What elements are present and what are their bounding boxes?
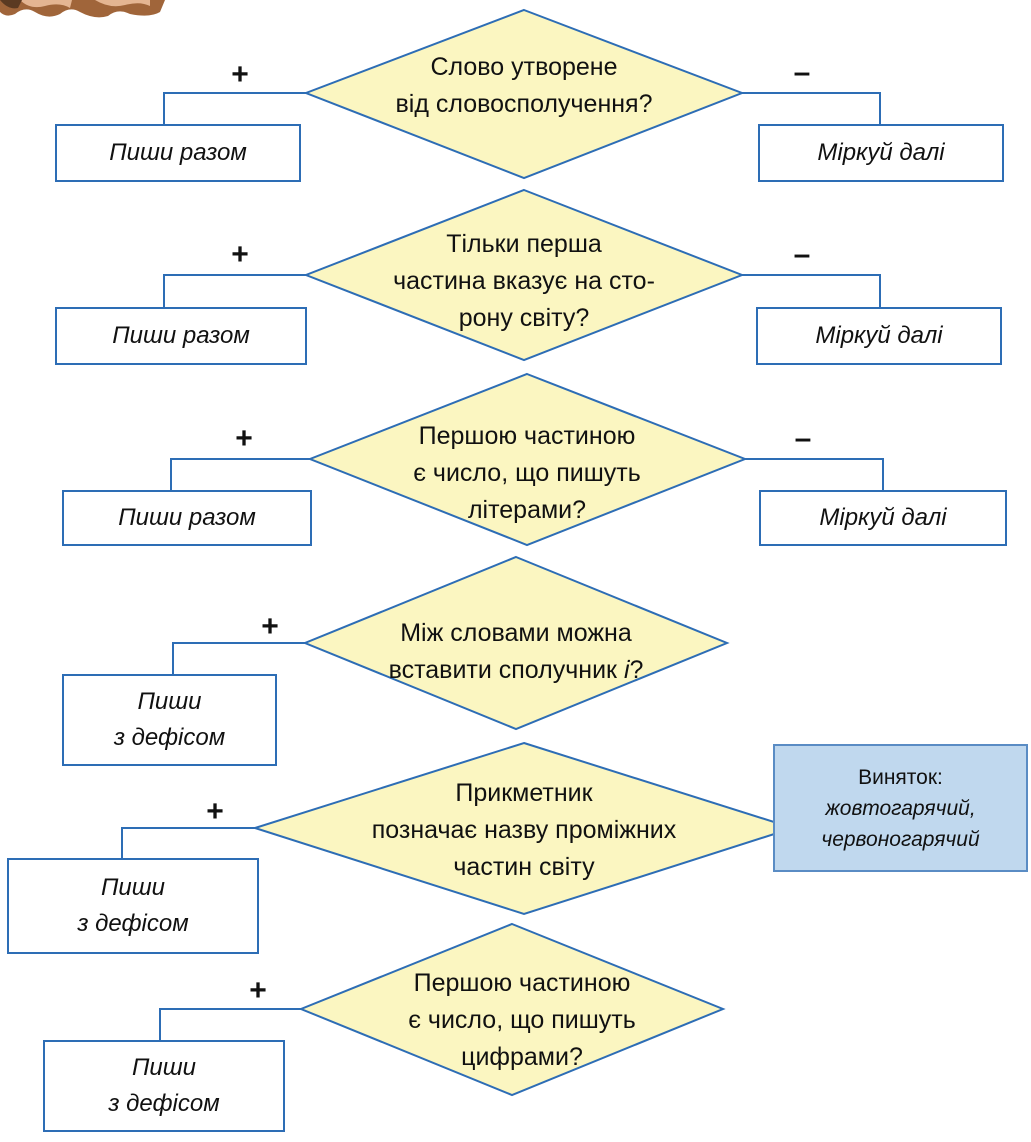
connector-yes-1 — [163, 92, 306, 124]
question-3: Першою частиною є число, що пишуть літер… — [377, 418, 677, 529]
question-3-line: Першою частиною — [418, 422, 636, 450]
question-1-line: від словосполучення? — [395, 90, 653, 118]
question-1: Слово утворене від словосполучення? — [374, 49, 674, 123]
decision-diamond-3 — [307, 372, 748, 547]
answer-label: Пиши разом — [112, 322, 250, 349]
decision-diamond-6 — [298, 922, 726, 1097]
yes-sign-6: + — [249, 974, 267, 1007]
exception-word: червоногарячий — [821, 827, 980, 851]
question-4-line: вставити сполучник і? — [366, 652, 666, 689]
answer-write-together-3: Пиши разом — [62, 490, 312, 546]
answer-label: з дефісом — [77, 910, 189, 937]
question-3-line: літерами? — [467, 496, 587, 524]
yes-sign-1: + — [231, 58, 249, 91]
conjunction-i: і — [623, 656, 630, 684]
question-6-line: Першою частиною — [413, 969, 631, 997]
decision-diamond-2 — [303, 188, 745, 362]
answer-label: Пиши разом — [118, 504, 256, 531]
answer-think-further-3: Міркуй далі — [759, 490, 1007, 546]
answer-label: Пиши разом — [109, 139, 247, 166]
answer-label: Міркуй далі — [815, 322, 943, 349]
answer-write-hyphen-2: Пиши з дефісом — [7, 858, 259, 954]
question-6-line: цифрами? — [461, 1043, 583, 1071]
answer-write-hyphen-3: Пиши з дефісом — [43, 1040, 285, 1132]
question-2-line: частина вказує на сто- — [393, 267, 655, 295]
exception-note: Виняток: жовтогарячий, червоногарячий — [773, 744, 1028, 872]
question-5-line: Прикметник — [455, 779, 593, 807]
question-3-line: є число, що пишуть — [413, 459, 641, 487]
connector-yes-3 — [170, 458, 310, 490]
question-5-line: частин світу — [453, 853, 595, 881]
illustration-fragment — [0, 0, 165, 18]
answer-write-together-1: Пиши разом — [55, 124, 301, 182]
connector-yes-6 — [159, 1008, 301, 1040]
answer-label: Пиши — [137, 688, 202, 715]
no-sign-2: – — [793, 238, 811, 271]
connector-yes-5 — [121, 827, 255, 858]
yes-sign-2: + — [231, 238, 249, 271]
no-sign-3: – — [794, 422, 812, 455]
question-5-line: позначає назву проміжних — [371, 816, 677, 844]
answer-label: з дефісом — [113, 724, 226, 751]
question-4-text: вставити сполучник — [388, 656, 624, 684]
connector-yes-4 — [172, 642, 305, 674]
yes-sign-4: + — [261, 610, 279, 643]
connector-no-2 — [742, 274, 881, 307]
answer-write-together-2: Пиши разом — [55, 307, 307, 365]
connector-no-1 — [742, 92, 881, 124]
question-1-line: Слово утворене — [430, 53, 618, 81]
answer-think-further-2: Міркуй далі — [756, 307, 1002, 365]
question-4-mark: ? — [629, 656, 644, 684]
question-6-line: є число, що пишуть — [408, 1006, 636, 1034]
decision-diamond-1 — [303, 8, 745, 180]
answer-write-hyphen-1: Пиши з дефісом — [62, 674, 277, 766]
decision-diamond-5 — [251, 741, 797, 916]
yes-sign-3: + — [235, 422, 253, 455]
exception-word: жовтогарячий, — [825, 796, 976, 820]
answer-label: Міркуй далі — [817, 139, 945, 166]
decision-diamond-4 — [302, 555, 730, 731]
connector-yes-2 — [163, 274, 306, 307]
question-2: Тільки перша частина вказує на сто- рону… — [374, 226, 674, 337]
answer-label: Пиши — [100, 874, 165, 901]
answer-label: Міркуй далі — [819, 504, 947, 531]
question-5: Прикметник позначає назву проміжних част… — [334, 775, 714, 886]
question-4: Між словами можна вставити сполучник і? — [366, 615, 666, 689]
no-sign-1: – — [793, 56, 811, 89]
question-4-line: Між словами можна — [400, 619, 632, 647]
question-2-line: Тільки перша — [446, 230, 602, 258]
answer-label: Пиши — [131, 1054, 196, 1081]
question-6: Першою частиною є число, що пишуть цифра… — [372, 965, 672, 1076]
exception-title: Виняток: — [858, 765, 943, 789]
answer-label: з дефісом — [108, 1090, 220, 1117]
connector-no-3 — [745, 458, 884, 490]
yes-sign-5: + — [206, 795, 224, 828]
question-2-line: рону світу? — [458, 304, 590, 332]
answer-think-further-1: Міркуй далі — [758, 124, 1004, 182]
